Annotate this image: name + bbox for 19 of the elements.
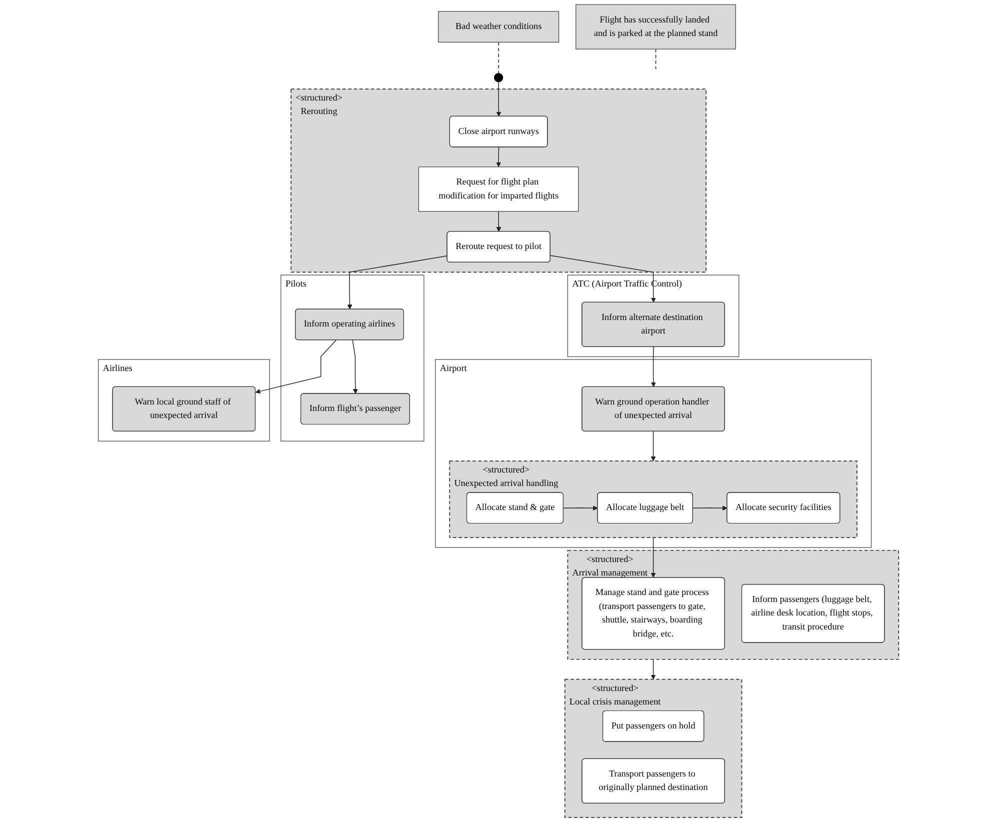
arrow	[692, 506, 728, 511]
node-box: Bad weather conditions	[438, 11, 560, 42]
arrow	[650, 537, 656, 578]
arrow	[347, 256, 448, 310]
arrow	[563, 506, 598, 511]
node-circle	[494, 73, 504, 82]
arrow	[496, 211, 502, 232]
connector	[655, 48, 656, 70]
arrow	[650, 430, 656, 462]
arrow	[352, 340, 358, 394]
connector	[498, 42, 499, 74]
arrow	[255, 340, 336, 394]
node-box: Flight has successfully landed and is parked at the planned stand	[576, 4, 736, 50]
node-box: Request for flight plan modification for imparted flights	[418, 166, 579, 212]
arrow	[550, 255, 656, 303]
arrow	[650, 346, 656, 388]
arrow	[496, 82, 502, 117]
arrow	[650, 659, 656, 680]
arrow	[496, 146, 502, 168]
